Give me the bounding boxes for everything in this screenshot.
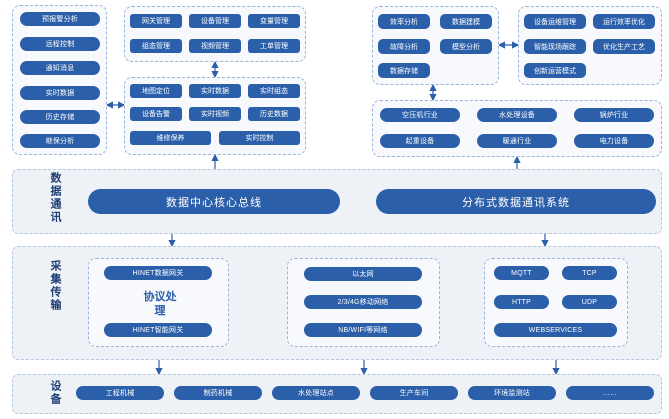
smart-item[interactable]: 创新运营模式 xyxy=(524,63,586,78)
management-item[interactable]: 设备管理 xyxy=(189,14,241,28)
device-item[interactable]: 制药机械 xyxy=(174,386,262,400)
industry-item[interactable]: 锅炉行业 xyxy=(574,108,654,122)
app-item[interactable]: 继保分析 xyxy=(20,134,100,148)
gateway-bottom[interactable]: HINET智能网关 xyxy=(104,323,212,337)
device-item[interactable]: 工程机械 xyxy=(76,386,164,400)
communication-layer-label: 数据通讯 xyxy=(49,172,61,224)
core-bus[interactable]: 数据中心核心总线 xyxy=(88,189,340,214)
analysis-item[interactable]: 数据存储 xyxy=(378,63,430,78)
protocol-processing-label: 协议处理 xyxy=(143,291,177,317)
analysis-item[interactable]: 数据建模 xyxy=(440,14,492,29)
management-item[interactable]: 网关管理 xyxy=(130,14,182,28)
smart-item[interactable]: 设备运维管理 xyxy=(524,14,586,29)
analysis-item[interactable]: 故障分析 xyxy=(378,39,430,54)
smart-item[interactable]: 优化生产工艺 xyxy=(593,39,655,54)
application-list-box xyxy=(12,5,107,155)
monitoring-item[interactable]: 实时数据 xyxy=(189,84,241,98)
industry-item[interactable]: 水处理设备 xyxy=(477,108,557,122)
monitoring-item[interactable]: 地图定位 xyxy=(130,84,182,98)
smart-item[interactable]: 智能现场跟踪 xyxy=(524,39,586,54)
monitoring-item[interactable]: 实时组态 xyxy=(248,84,300,98)
management-item[interactable]: 变量管理 xyxy=(248,14,300,28)
protocol-item[interactable]: HTTP xyxy=(494,295,549,309)
app-item[interactable]: 预报警分析 xyxy=(20,12,100,26)
device-layer-label: 设备 xyxy=(49,380,61,406)
management-item[interactable]: 视频管理 xyxy=(189,39,241,53)
distributed-comm-system[interactable]: 分布式数据通讯系统 xyxy=(376,189,656,214)
device-item[interactable]: 水处理站点 xyxy=(272,386,360,400)
app-item[interactable]: 远程控制 xyxy=(20,37,100,51)
smart-item[interactable]: 运行效率优化 xyxy=(593,14,655,29)
management-item[interactable]: 组态管理 xyxy=(130,39,182,53)
monitoring-item[interactable]: 历史数据 xyxy=(248,107,300,121)
monitoring-item[interactable]: 维修保养 xyxy=(130,131,211,145)
protocol-item[interactable]: MQTT xyxy=(494,266,549,280)
device-item[interactable]: 环境监测站 xyxy=(468,386,556,400)
network-item[interactable]: 2/3/4G移动网络 xyxy=(304,295,422,309)
monitoring-item[interactable]: 实时控制 xyxy=(219,131,300,145)
gateway-top[interactable]: HINET数据网关 xyxy=(104,266,212,280)
industry-item[interactable]: 起重设备 xyxy=(380,134,460,148)
monitoring-item[interactable]: 实时视频 xyxy=(189,107,241,121)
management-item[interactable]: 工单管理 xyxy=(248,39,300,53)
network-item[interactable]: NB/WIFI等网络 xyxy=(304,323,422,337)
industry-item[interactable]: 电力设备 xyxy=(574,134,654,148)
protocol-item[interactable]: UDP xyxy=(562,295,617,309)
analysis-item[interactable]: 模型分析 xyxy=(440,39,492,54)
industry-item[interactable]: 空压机行业 xyxy=(380,108,460,122)
app-item[interactable]: 通知消息 xyxy=(20,61,100,75)
app-item[interactable]: 历史存储 xyxy=(20,110,100,124)
monitoring-item[interactable]: 设备告警 xyxy=(130,107,182,121)
collection-layer-label: 采集传输 xyxy=(49,260,61,312)
app-item[interactable]: 实时数据 xyxy=(20,86,100,100)
device-item[interactable]: …… xyxy=(566,386,654,400)
network-item[interactable]: 以太网 xyxy=(304,267,422,281)
protocol-item[interactable]: WEBSERVICES xyxy=(494,323,617,337)
industry-item[interactable]: 暖通行业 xyxy=(477,134,557,148)
device-item[interactable]: 生产车间 xyxy=(370,386,458,400)
analysis-item[interactable]: 效率分析 xyxy=(378,14,430,29)
protocol-item[interactable]: TCP xyxy=(562,266,617,280)
